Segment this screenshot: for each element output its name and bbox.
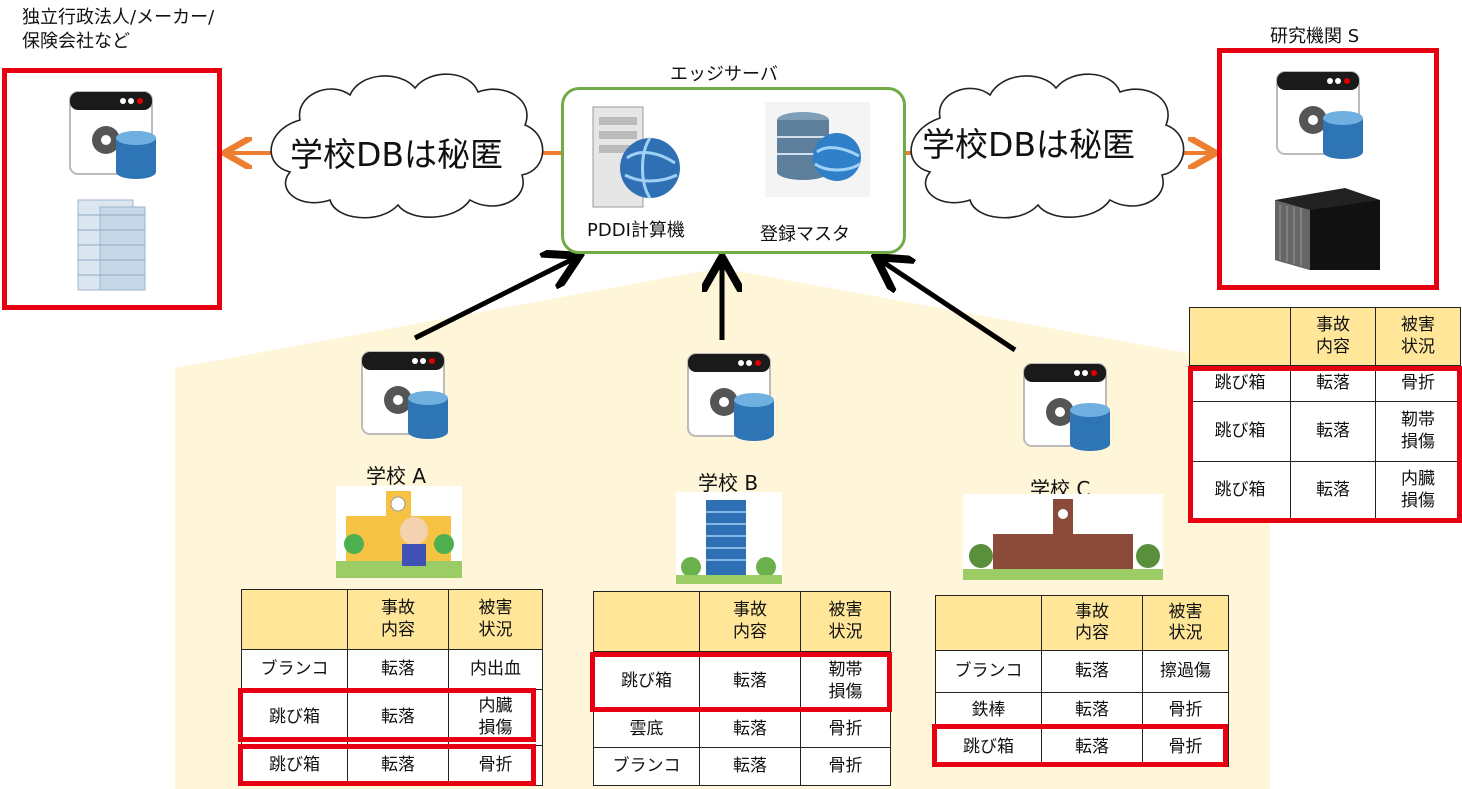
table-cell: 骨折 [1142, 728, 1229, 767]
arrow-school-c [880, 260, 1017, 353]
school-b-table: 事故 内容 被害 状況 跳び箱転落靭帯 損傷 雲底転落骨折 ブランコ転落骨折 [593, 591, 891, 786]
cloud-left-text: 学校DBは秘匿 [290, 135, 504, 174]
pddi-label: PDDI計算機 [587, 220, 685, 241]
table-cell: 跳び箱 [935, 728, 1042, 767]
header-blank [241, 589, 348, 650]
edge-server-label: エッジサーバ [670, 64, 778, 85]
school-c-row-highlight [932, 724, 1228, 767]
research-rows-highlight [1188, 366, 1462, 523]
research-label: 研究機関 S [1270, 26, 1360, 47]
header-accident: 事故 内容 [699, 591, 801, 652]
agency-label: 独立行政法人/メーカー/ 保険会社など [22, 7, 215, 52]
arrow-school-a [413, 258, 575, 341]
server-icon [592, 106, 680, 208]
header-damage: 被害 状況 [1142, 595, 1229, 651]
school-icon [336, 486, 462, 578]
table-cell: 骨折 [800, 711, 891, 748]
table-cell: ブランコ [935, 650, 1042, 693]
master-label: 登録マスタ [760, 224, 850, 245]
header-damage: 被害 状況 [1375, 307, 1461, 366]
header-damage: 被害 状況 [448, 589, 543, 650]
school-b-row-highlight [590, 652, 892, 712]
table-cell: 跳び箱 [241, 689, 348, 746]
research-table: 事故 内容 被害 状況 跳び箱転落骨折 跳び箱転落靭帯 損傷 跳び箱転落内臓 損… [1189, 307, 1461, 520]
header-blank [593, 591, 700, 652]
building-icon [77, 199, 146, 291]
table-cell: 転落 [1041, 650, 1143, 693]
table-cell: 擦過傷 [1142, 650, 1229, 693]
table-cell: 転落 [347, 689, 449, 746]
agency-highlight-box [2, 68, 222, 310]
table-cell: 雲底 [593, 711, 700, 748]
db-app-icon [361, 351, 448, 439]
table-cell: 骨折 [800, 747, 891, 786]
school-a-label: 学校 A [366, 464, 427, 488]
database-globe-icon [765, 102, 870, 197]
school-a-row-highlight [238, 688, 536, 742]
cloud-left [270, 73, 544, 219]
db-app-icon [1276, 71, 1363, 159]
table-cell: ブランコ [593, 747, 700, 786]
school-b-label: 学校 B [698, 471, 759, 495]
school-c-table: 事故 内容 被害 状況 ブランコ転落擦過傷 鉄棒転落骨折 跳び箱転落骨折 [935, 595, 1229, 767]
table-cell: 転落 [347, 649, 449, 690]
table-cell: 内臓 損傷 [1375, 461, 1461, 520]
cloud-right [910, 73, 1185, 219]
school-icon [676, 492, 782, 584]
cloud-right-text: 学校DBは秘匿 [922, 125, 1136, 164]
header-blank [1189, 307, 1291, 366]
table-cell: ブランコ [241, 649, 348, 690]
db-app-icon [69, 91, 156, 179]
table-cell: 転落 [699, 711, 801, 748]
table-cell: 鉄棒 [935, 692, 1042, 729]
db-app-icon [687, 353, 774, 441]
header-accident: 事故 内容 [347, 589, 449, 650]
table-cell: 靭帯 損傷 [1375, 401, 1461, 462]
table-cell: 跳び箱 [1189, 365, 1291, 402]
header-damage: 被害 状況 [800, 591, 891, 652]
table-cell: 転落 [699, 747, 801, 786]
table-cell: 転落 [699, 651, 801, 712]
school-a-row-highlight [238, 744, 536, 786]
school-a-table: 事故 内容 被害 状況 ブランコ転落内出血 跳び箱転落内臓 損傷 跳び箱転落骨折 [241, 589, 543, 786]
table-cell: 骨折 [1142, 692, 1229, 729]
table-cell: 転落 [1290, 365, 1376, 402]
table-cell: 転落 [1290, 461, 1376, 520]
header-accident: 事故 内容 [1290, 307, 1376, 366]
table-cell: 転落 [1041, 728, 1143, 767]
table-cell: 内出血 [448, 649, 543, 690]
table-cell: 骨折 [1375, 365, 1461, 402]
table-cell: 跳び箱 [593, 651, 700, 712]
table-cell: 骨折 [448, 745, 543, 786]
db-app-icon [1023, 363, 1110, 451]
header-accident: 事故 内容 [1041, 595, 1143, 651]
datacenter-icon [1275, 188, 1380, 270]
header-blank [935, 595, 1042, 651]
research-highlight-box [1217, 48, 1439, 290]
school-icon [963, 494, 1163, 580]
